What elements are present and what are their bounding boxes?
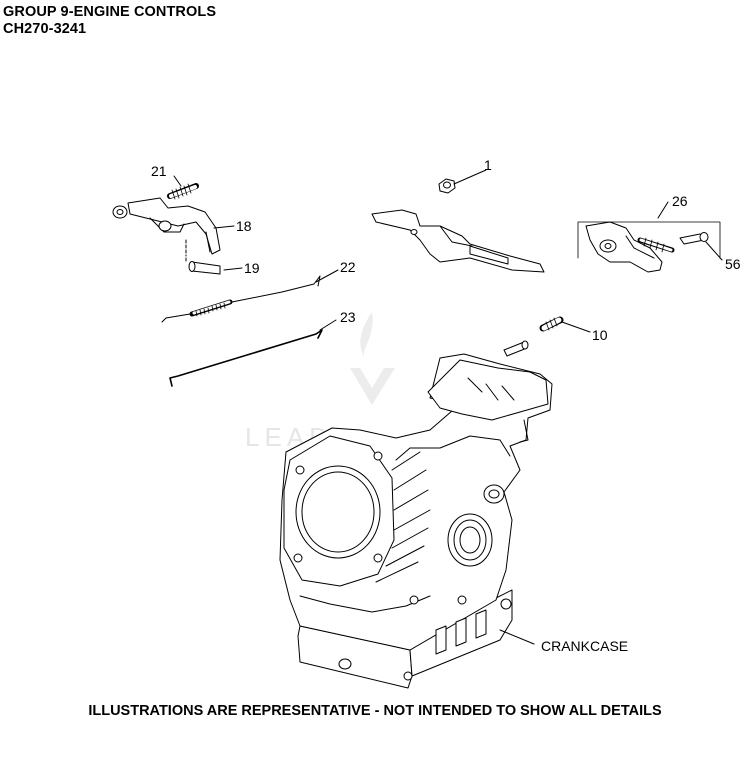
- spring-part-19: [167, 183, 199, 200]
- callout-numbers: 21 18 19 1 22 23 10 26 56 CRANKCASE: [151, 157, 741, 654]
- model-number: CH270-3241: [3, 21, 87, 37]
- leader-1: [453, 169, 487, 185]
- leader-10: [561, 321, 591, 333]
- callout-10: 10: [592, 327, 608, 343]
- callout-56: 56: [725, 256, 741, 272]
- link-rod-part-22: [161, 275, 321, 323]
- callout-22: 22: [340, 259, 356, 275]
- screw-part-56: [679, 232, 709, 245]
- pin-part-21: [185, 239, 221, 275]
- page-title: GROUP 9-ENGINE CONTROLS: [3, 4, 217, 20]
- leader-26: [657, 201, 669, 219]
- leader-lines: [173, 169, 723, 645]
- leader-19: [173, 175, 182, 187]
- spring-part-10: [539, 316, 564, 332]
- lever-part-18: [112, 197, 221, 255]
- control-assembly-part-26: [577, 221, 721, 273]
- nut-part-1: [438, 178, 456, 194]
- leader-56: [705, 241, 723, 261]
- callout-21: 19: [244, 260, 260, 276]
- leader-23: [319, 319, 337, 331]
- crankcase-part: [279, 353, 553, 689]
- leader-22: [315, 269, 339, 283]
- callout-19: 21: [151, 163, 167, 179]
- callout-1: 1: [484, 157, 492, 173]
- disclaimer-footer: ILLUSTRATIONS ARE REPRESENTATIVE - NOT I…: [88, 703, 662, 719]
- leader-crankcase: [499, 629, 535, 645]
- control-lever: [371, 209, 545, 273]
- dowel-pin: [503, 340, 529, 357]
- callout-18: 18: [236, 218, 252, 234]
- crankcase-label: CRANKCASE: [541, 638, 628, 654]
- leader-21: [223, 267, 243, 271]
- link-rod-part-23: [169, 329, 323, 387]
- callout-23: 23: [340, 309, 356, 325]
- callout-26: 26: [672, 193, 688, 209]
- leader-18: [213, 225, 235, 229]
